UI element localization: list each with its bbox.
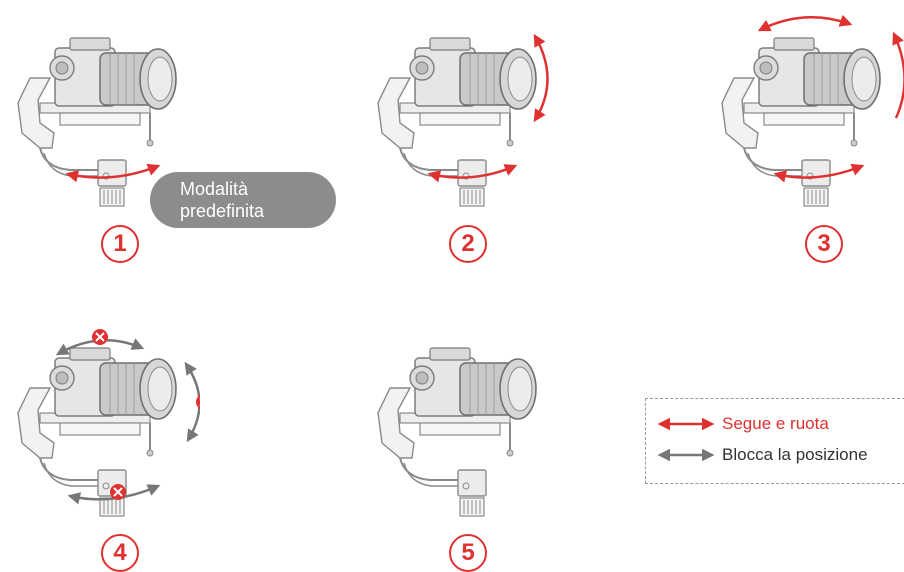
pan-follow-arrow — [773, 163, 865, 183]
legend-box: Segue e ruota Blocca la posizione — [645, 398, 904, 484]
gimbal-camera-icon — [17, 37, 177, 207]
mode-badge-line2: predefinita — [180, 201, 265, 221]
legend-lock-label: Blocca la posizione — [722, 445, 868, 464]
gimbal-step-4 — [0, 318, 200, 518]
pan-follow-arrow — [427, 164, 518, 183]
tilt-follow-arrow — [892, 31, 904, 119]
default-mode-badge: Modalità predefinita — [150, 172, 336, 228]
gimbal-camera-icon — [377, 347, 537, 517]
gimbal-step-2 — [360, 8, 560, 208]
step-number-2: 2 — [449, 225, 487, 263]
gimbal-step-1 — [0, 8, 200, 208]
legend-row-lock: Blocca la posizione — [656, 445, 868, 465]
roll-follow-arrow — [757, 14, 853, 32]
lock-arrow-icon — [657, 448, 715, 462]
mode-badge-line1: Modalità — [180, 179, 249, 199]
gimbal-camera-icon — [17, 347, 177, 517]
locked-x-icon — [92, 329, 108, 345]
gimbal-camera-icon — [377, 37, 537, 207]
step-number-1: 1 — [101, 225, 139, 263]
gimbal-camera-icon — [721, 37, 881, 207]
follow-arrow-icon — [657, 417, 715, 431]
legend-row-follow: Segue e ruota — [656, 414, 829, 434]
gimbal-step-3 — [704, 8, 904, 208]
pan-follow-arrow — [65, 163, 161, 183]
legend-follow-label: Segue e ruota — [722, 414, 829, 433]
step-number-4: 4 — [101, 534, 139, 572]
locked-x-icon — [196, 395, 200, 409]
step-number-5: 5 — [449, 534, 487, 572]
tilt-follow-arrow — [533, 33, 549, 123]
gimbal-step-5 — [360, 318, 560, 518]
step-number-3: 3 — [805, 225, 843, 263]
locked-x-icon — [110, 484, 126, 500]
